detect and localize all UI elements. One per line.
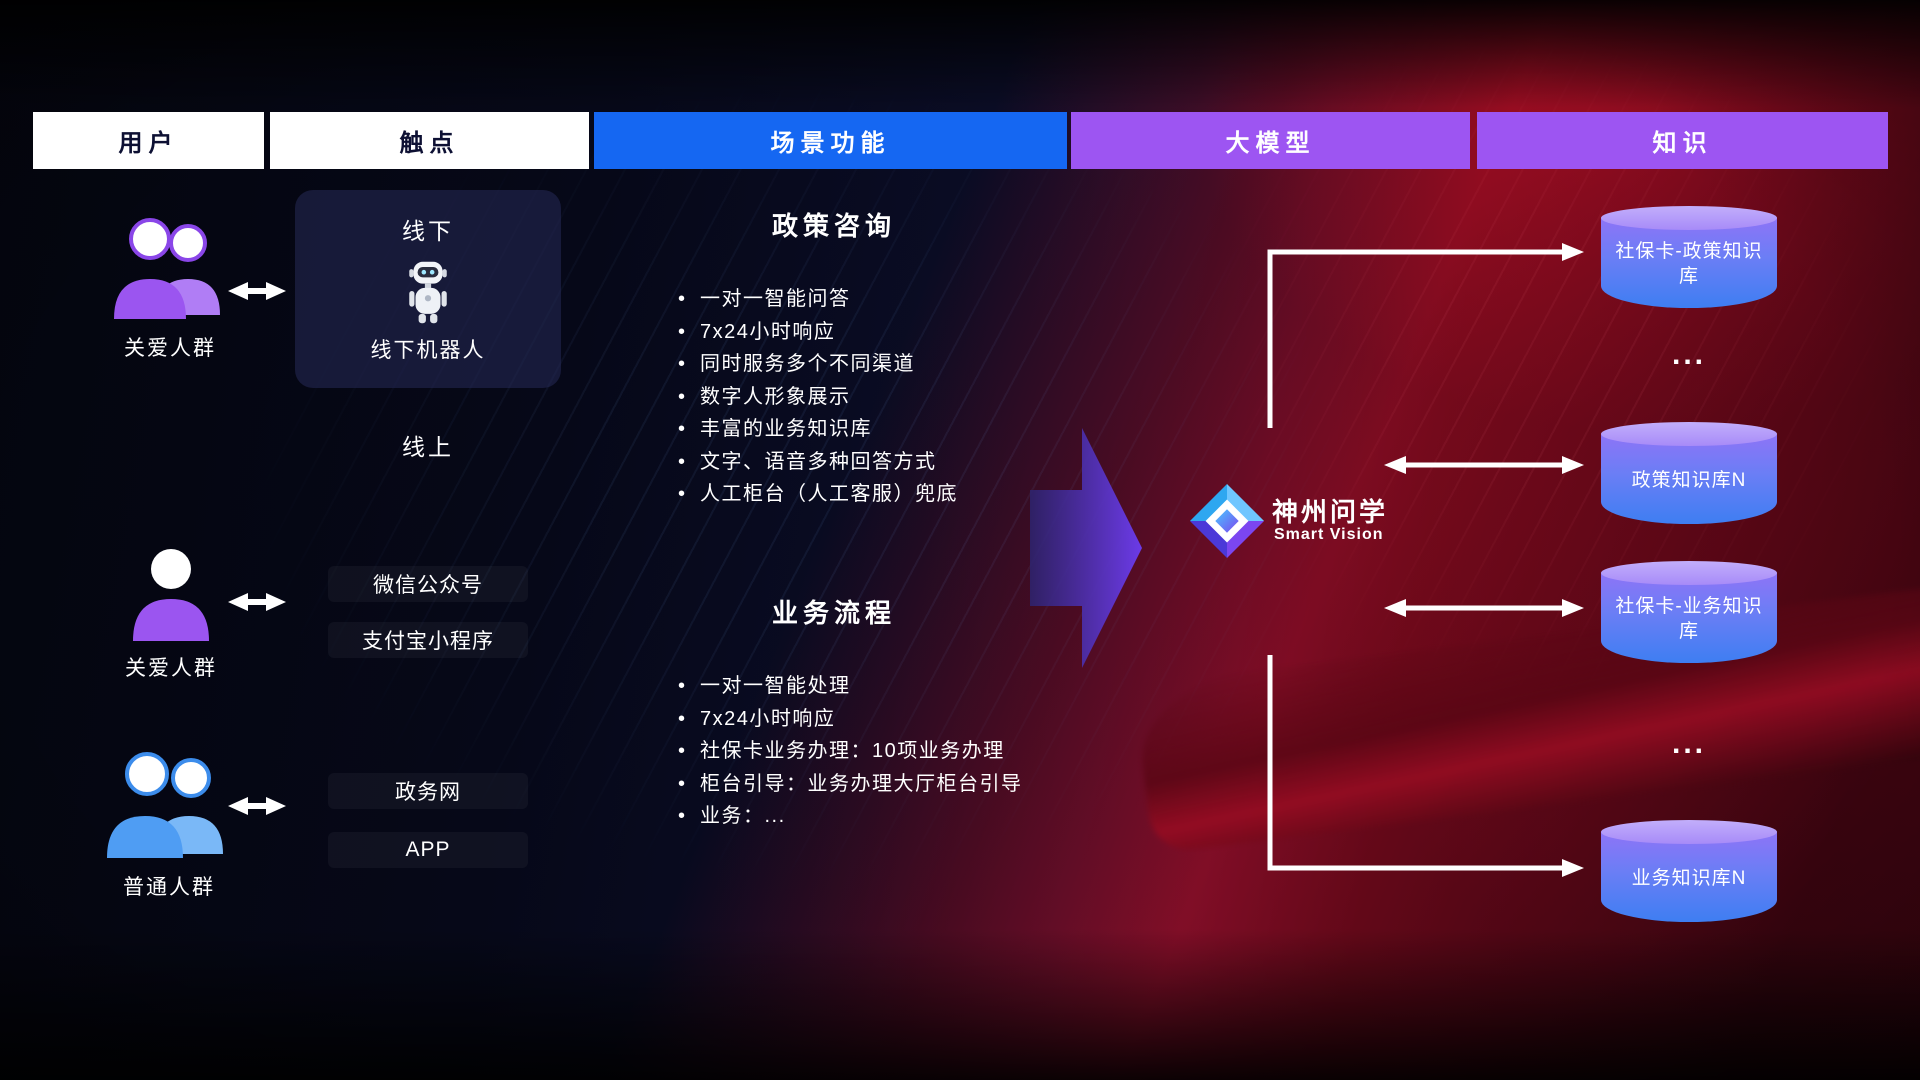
column-header-label: 场景功能 [770,130,891,157]
feature-item: 7x24小时响应 [678,703,1074,736]
user-label: 关爱人群 [125,657,217,680]
red-ribbon-shape [1132,575,1920,855]
people-group-icon [107,752,223,858]
feature-item: 数字人形象展示 [678,381,1074,414]
knowledge-db-label: 政策知识库N [1631,469,1747,491]
column-header-label: 知识 [1652,130,1713,157]
column-header-label: 用户 [118,130,179,157]
column-header-scenarios: 场景功能 [594,112,1067,169]
feature-item: 丰富的业务知识库 [678,413,1074,446]
knowledge-db-policy-n: 政策知识库N [1601,422,1777,524]
person-icon [133,549,209,641]
user-group-general: 普通人群 [84,748,254,901]
feature-item: 文字、语音多种回答方式 [678,446,1074,479]
model-subtitle: Smart Vision [1274,526,1384,543]
channel-alipay-miniapp: 支付宝小程序 [328,622,528,658]
offline-robot-label: 线下机器人 [370,339,486,362]
user-label: 关爱人群 [124,337,216,360]
knowledge-db-business-ssc: 社保卡-业务知识库 [1601,561,1777,663]
model-name: 神州问学 [1272,497,1389,527]
feature-list: 一对一智能处理 7x24小时响应 社保卡业务办理：10项业务办理 柜台引导：业务… [594,670,1074,833]
knowledge-db-business-n: 业务知识库N [1601,820,1777,922]
red-light-streaks [1170,0,1920,720]
offline-touchpoint-card: 线下 线下机器人 [295,190,561,388]
database-cylinder-icon [1601,422,1777,446]
online-title: 线上 [402,434,454,460]
database-cylinder-icon [1601,561,1777,585]
column-header-model: 大模型 [1071,112,1470,169]
feature-item: 柜台引导：业务办理大厅柜台引导 [678,768,1074,801]
feature-item: 一对一智能问答 [678,283,1074,316]
column-header-label: 大模型 [1225,130,1316,157]
database-cylinder-icon [1601,206,1777,230]
scenario-policy-consultation: 政策咨询 一对一智能问答 7x24小时响应 同时服务多个不同渠道 数字人形象展示… [594,206,1074,511]
feature-item: 一对一智能处理 [678,670,1074,703]
elbow-arrow-up [1267,243,1584,428]
user-group-care: 关爱人群 [90,215,250,362]
scenario-business-process: 业务流程 一对一智能处理 7x24小时响应 社保卡业务办理：10项业务办理 柜台… [594,593,1074,833]
offline-title: 线下 [402,218,454,244]
column-header-users: 用户 [33,112,264,169]
column-header-label: 触点 [399,130,460,157]
user-label: 普通人群 [123,876,215,899]
robot-icon [403,258,453,331]
people-group-icon [114,218,220,319]
scenario-title: 业务流程 [771,598,896,628]
channel-gov-web: 政务网 [328,773,528,809]
knowledge-db-label: 社保卡-业务知识库 [1615,596,1763,642]
ellipsis: ... [1671,727,1706,760]
feature-item: 业务：... [678,800,1074,833]
column-header-knowledge: 知识 [1477,112,1888,169]
knowledge-db-policy-ssc: 社保卡-政策知识库 [1601,206,1777,308]
scenario-title: 政策咨询 [771,211,896,241]
feature-item: 7x24小时响应 [678,316,1074,349]
database-cylinder-icon [1601,820,1777,844]
double-arrow-business-ssc [1384,599,1584,617]
feature-item: 社保卡业务办理：10项业务办理 [678,735,1074,768]
elbow-arrow-down [1267,655,1584,877]
channel-app: APP [328,832,528,868]
feature-list: 一对一智能问答 7x24小时响应 同时服务多个不同渠道 数字人形象展示 丰富的业… [594,283,1074,511]
feature-item: 人工柜台（人工客服）兜底 [678,478,1074,511]
feature-item: 同时服务多个不同渠道 [678,348,1074,381]
column-header-touchpoints: 触点 [270,112,589,169]
channel-wechat: 微信公众号 [328,566,528,602]
user-person-care: 关爱人群 [96,545,246,682]
double-arrow-policy-n [1384,456,1584,474]
diamond-logo-icon [1188,481,1266,566]
knowledge-db-label: 社保卡-政策知识库 [1615,241,1763,287]
ellipsis: ... [1671,338,1706,371]
knowledge-db-label: 业务知识库N [1631,867,1747,889]
